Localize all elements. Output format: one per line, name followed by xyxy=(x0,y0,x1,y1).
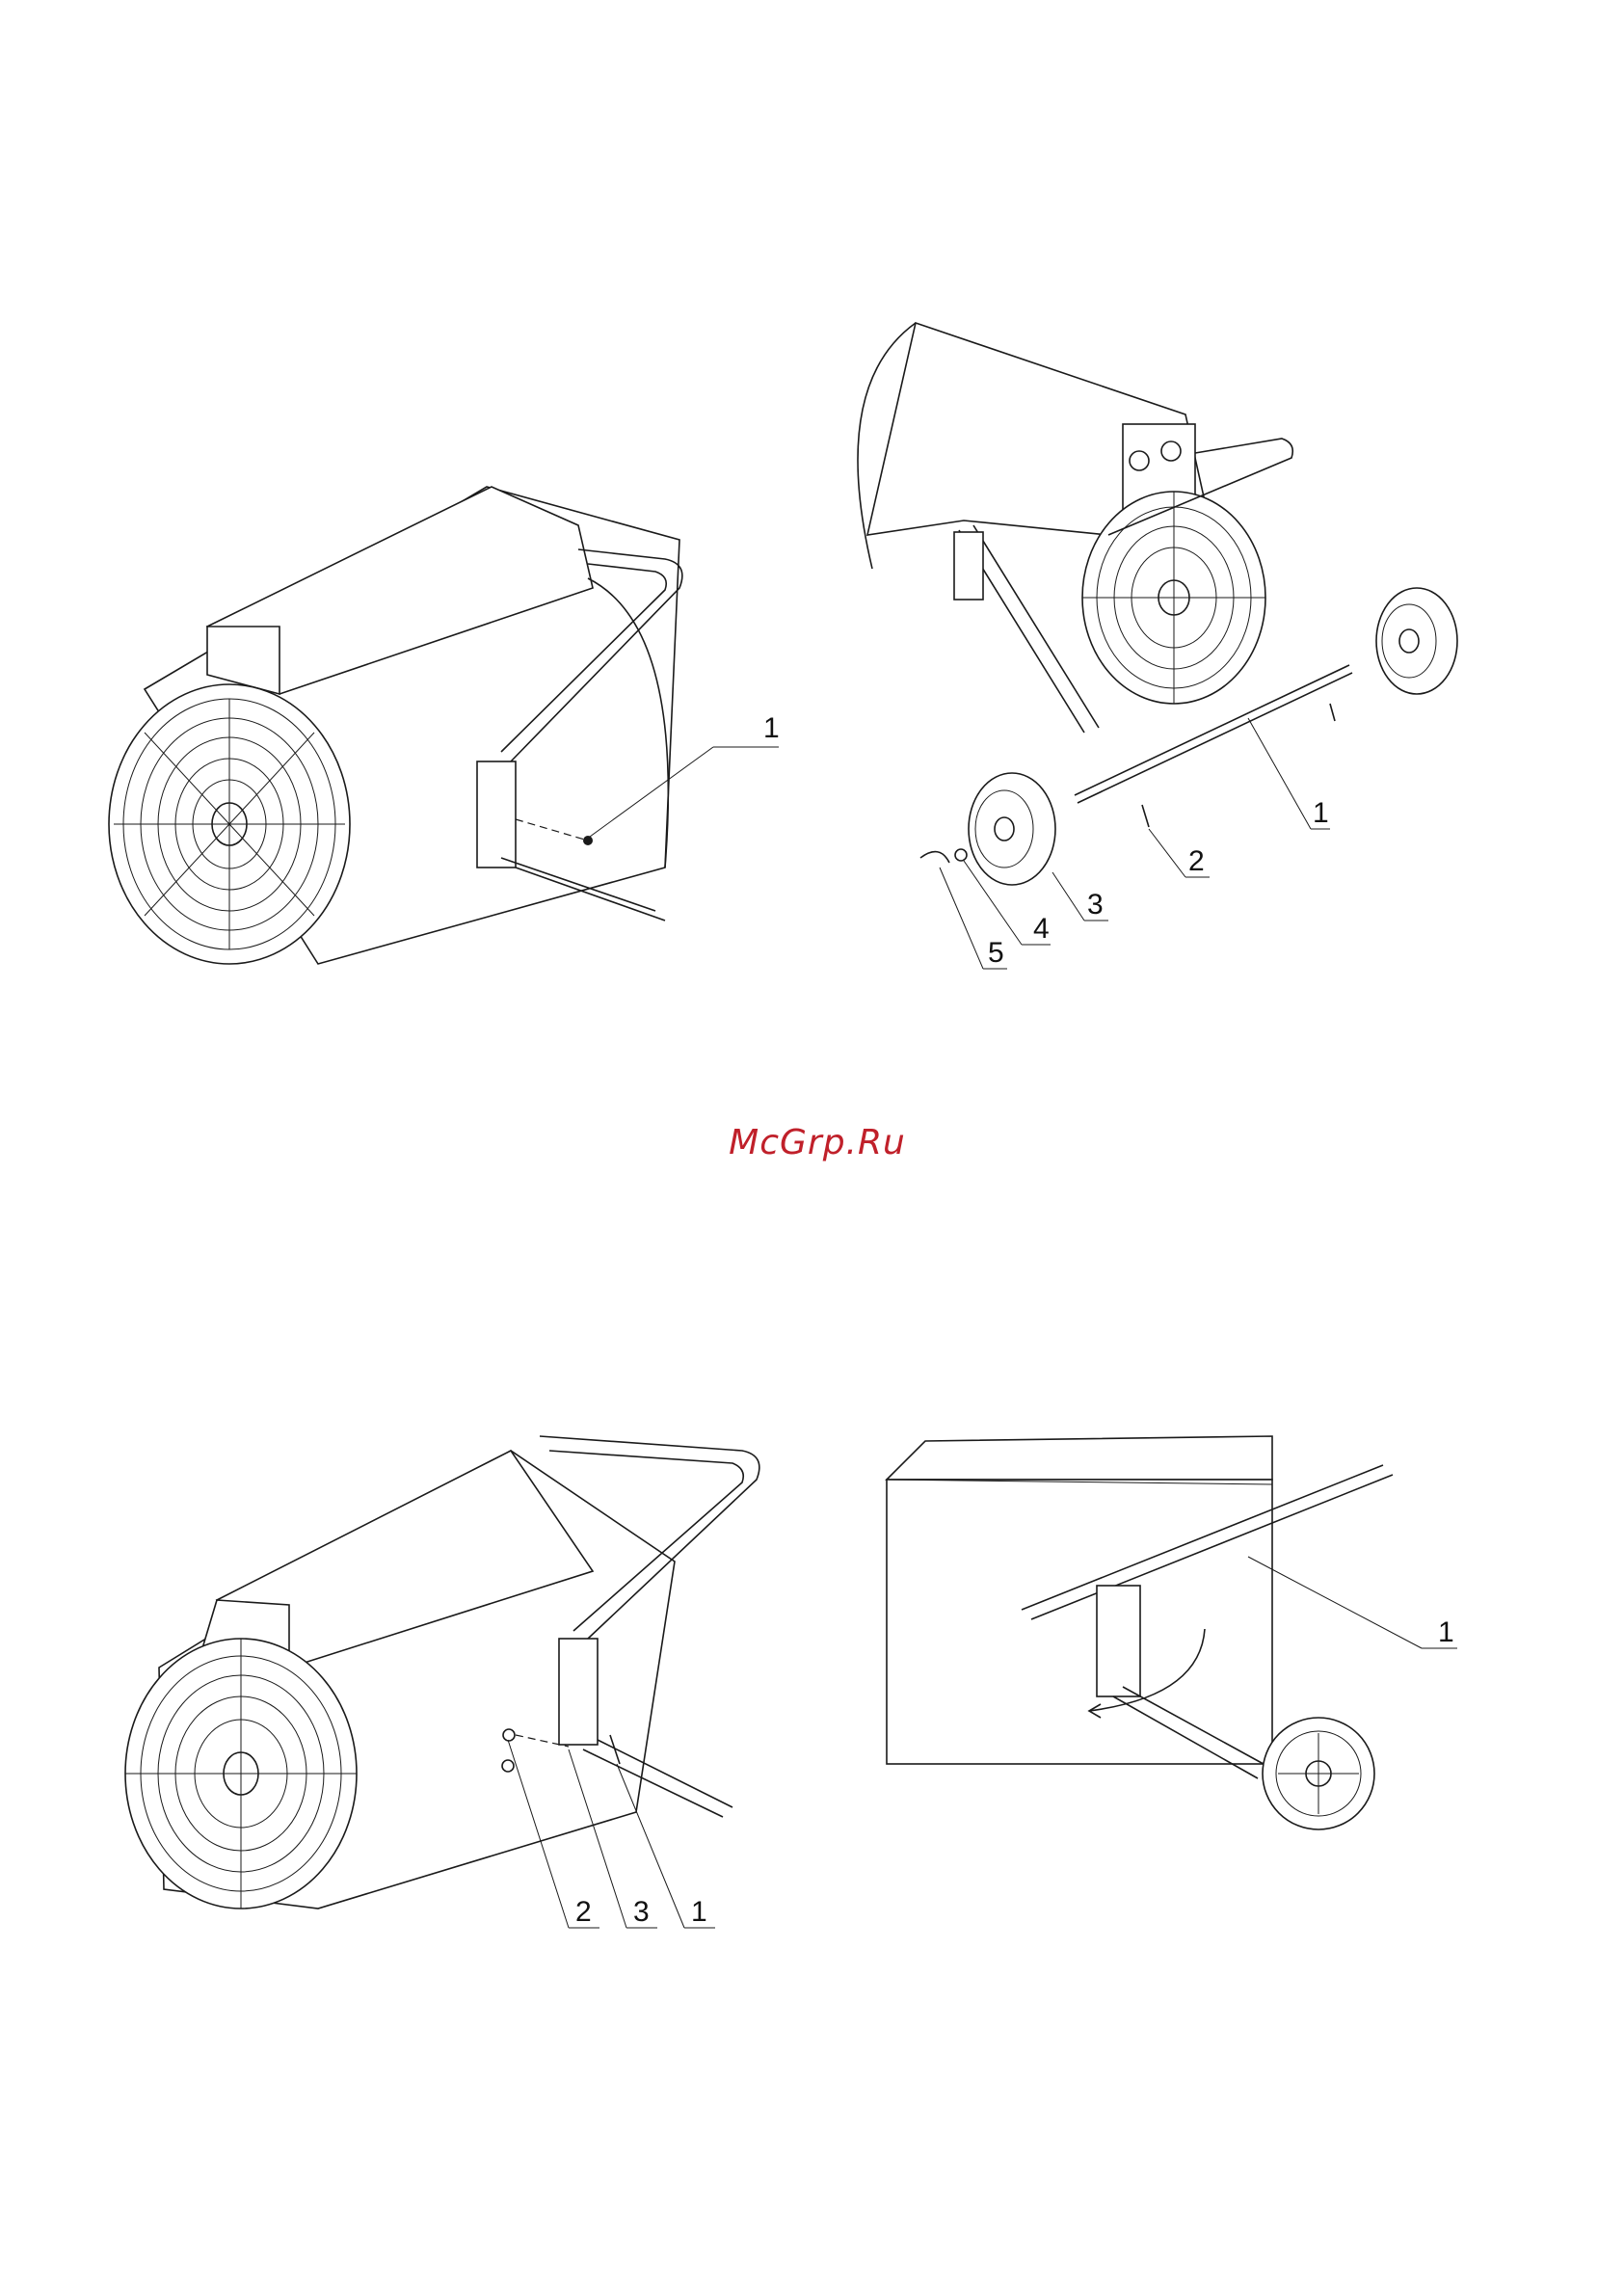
fan-grille-icon xyxy=(1082,492,1265,704)
figure-handle-fastening-drawing: 2 3 1 xyxy=(0,1349,819,1976)
washer-icon xyxy=(955,849,967,861)
callout-1: 1 xyxy=(691,1896,707,1928)
watermark-logo: McGrp.Ru xyxy=(721,1123,914,1162)
callout-2: 2 xyxy=(1188,845,1205,877)
callout-5: 5 xyxy=(988,937,1004,969)
wheel-icon xyxy=(1263,1718,1374,1829)
wheel-icon xyxy=(969,773,1055,885)
callout-1: 1 xyxy=(1313,797,1329,829)
figure-side-view-tilt-drawing: 1 xyxy=(848,1388,1600,1870)
figure-handle-fastening: 2 3 1 xyxy=(0,1349,819,1976)
bolt-icon xyxy=(1142,805,1149,827)
nut-icon xyxy=(502,1760,514,1772)
control-knob-icon xyxy=(1130,451,1149,470)
figure-wheel-assembly-drawing: 1 2 3 4 5 xyxy=(0,0,1624,1060)
heater-top-housing xyxy=(887,1436,1272,1480)
cotter-pin-icon xyxy=(920,852,949,863)
handle-bracket xyxy=(1097,1586,1140,1696)
handle-bracket xyxy=(559,1639,598,1745)
callout-2: 2 xyxy=(575,1896,592,1928)
callout-4: 4 xyxy=(1033,913,1050,945)
control-knob-icon xyxy=(1161,441,1181,461)
fan-grille-icon xyxy=(125,1639,357,1909)
wheel-icon xyxy=(1376,588,1457,694)
callout-1: 1 xyxy=(1438,1616,1454,1648)
callout-3: 3 xyxy=(1087,889,1104,921)
nut-icon xyxy=(503,1729,515,1741)
figure-side-view-tilt: 1 xyxy=(848,1388,1600,1870)
figure-wheel-assembly: 1 2 3 4 5 xyxy=(0,0,1624,1060)
heater-body-side xyxy=(887,1480,1272,1764)
handle-bracket xyxy=(954,532,983,600)
callout-3: 3 xyxy=(633,1896,650,1928)
